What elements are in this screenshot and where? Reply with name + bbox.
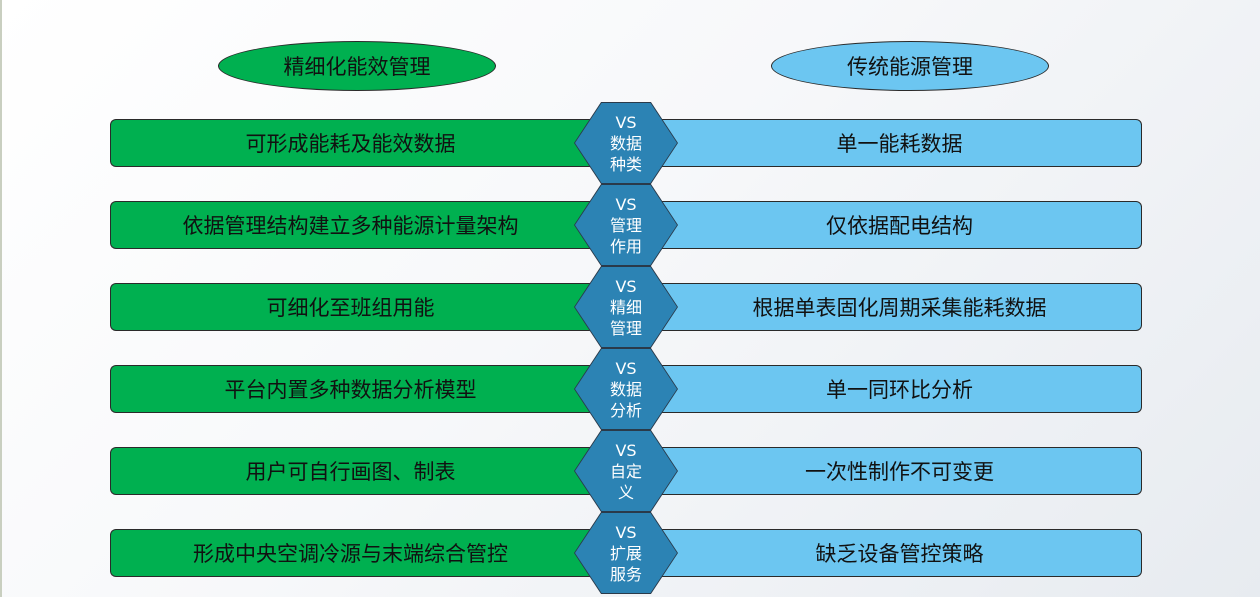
right-bar-row-2: 仅依据配电结构 (648, 201, 1142, 249)
left-bar-label: 平台内置多种数据分析模型 (224, 378, 477, 402)
right-bar-label: 一次性制作不可变更 (805, 460, 994, 484)
left-bar-row-2: 依据管理结构建立多种能源计量架构 (110, 201, 630, 249)
right-bar-row-1: 单一能耗数据 (648, 119, 1142, 167)
right-bar-row-5: 一次性制作不可变更 (648, 447, 1142, 495)
vs-hexagon-row-3: VS 精细 管理 (574, 266, 678, 348)
header-left-label: 精细化能效管理 (283, 55, 431, 79)
vs-category-line1: 自定 (609, 461, 642, 481)
left-bar-row-3: 可细化至班组用能 (110, 283, 630, 331)
vs-category-line2: 分析 (609, 400, 642, 420)
vs-text: VS (615, 276, 637, 296)
vs-text: VS (615, 112, 637, 132)
vs-hexagon-row-1: VS 数据 种类 (574, 102, 678, 184)
left-bar-row-1: 可形成能耗及能效数据 (110, 119, 630, 167)
left-bar-label: 依据管理结构建立多种能源计量架构 (182, 214, 519, 238)
left-bar-label: 可细化至班组用能 (266, 296, 435, 320)
header-oval-traditional-energy-management: 传统能源管理 (771, 41, 1049, 91)
vs-category-line2: 义 (617, 482, 634, 502)
vs-category-line2: 作用 (609, 236, 642, 256)
header-right-label: 传统能源管理 (847, 55, 973, 79)
vs-category-line1: 数据 (609, 379, 642, 399)
vs-hexagon-row-5: VS 自定 义 (574, 430, 678, 512)
left-bar-row-5: 用户可自行画图、制表 (110, 447, 630, 495)
vs-hexagon-row-2: VS 管理 作用 (574, 184, 678, 266)
vs-category-line1: 扩展 (609, 543, 642, 563)
right-bar-label: 仅依据配电结构 (826, 214, 973, 238)
vs-text: VS (615, 358, 637, 378)
vs-category-line2: 种类 (609, 154, 642, 174)
left-bar-label: 形成中央空调冷源与末端综合管控 (193, 542, 508, 566)
left-bar-row-6: 形成中央空调冷源与末端综合管控 (110, 529, 630, 577)
vs-category-line1: 管理 (609, 215, 642, 235)
right-bar-row-3: 根据单表固化周期采集能耗数据 (648, 283, 1142, 331)
vs-category-line1: 数据 (609, 133, 642, 153)
header-oval-refined-energy-management: 精细化能效管理 (218, 41, 496, 91)
right-bar-label: 根据单表固化周期采集能耗数据 (752, 296, 1047, 320)
vs-hexagon-row-6: VS 扩展 服务 (574, 512, 678, 594)
right-bar-label: 单一同环比分析 (826, 378, 973, 402)
right-bar-label: 单一能耗数据 (836, 132, 963, 156)
left-bar-row-4: 平台内置多种数据分析模型 (110, 365, 630, 413)
right-bar-label: 缺乏设备管控策略 (815, 542, 984, 566)
right-bar-row-4: 单一同环比分析 (648, 365, 1142, 413)
left-bar-label: 用户可自行画图、制表 (245, 460, 456, 484)
vs-category-line1: 精细 (609, 297, 642, 317)
vs-text: VS (615, 194, 637, 214)
left-bar-label: 可形成能耗及能效数据 (245, 132, 456, 156)
right-bar-row-6: 缺乏设备管控策略 (648, 529, 1142, 577)
vs-hexagon-row-4: VS 数据 分析 (574, 348, 678, 430)
vs-text: VS (615, 522, 637, 542)
vs-text: VS (615, 440, 637, 460)
vs-category-line2: 管理 (609, 318, 642, 338)
page-left-edge (0, 0, 2, 597)
vs-category-line2: 服务 (609, 564, 642, 584)
